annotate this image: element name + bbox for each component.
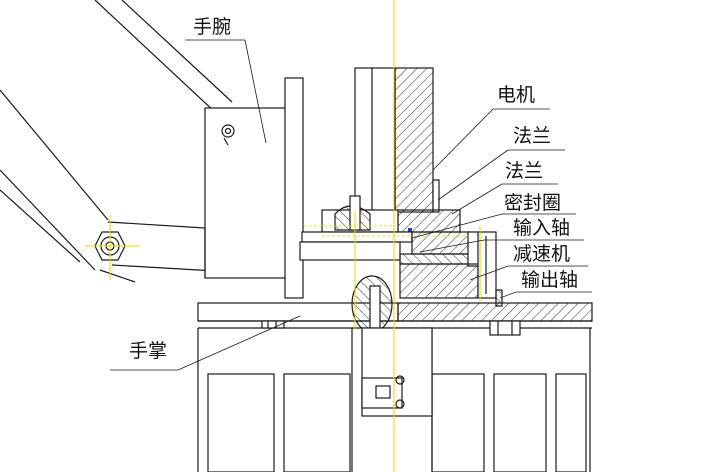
leader-lines — [110, 39, 592, 371]
palm-plate — [197, 302, 593, 329]
label-wrist: 手腕 — [193, 16, 231, 38]
upper-flange — [321, 195, 461, 233]
centerlines — [304, 0, 481, 472]
reducer-body — [399, 231, 503, 307]
pivot-nut-icon — [85, 215, 140, 280]
label-motor: 电机 — [497, 84, 535, 106]
clamp-block — [361, 327, 433, 417]
label-palm: 手掌 — [129, 340, 167, 362]
wrist-pin-icon — [221, 124, 235, 146]
arm-links — [0, 0, 286, 283]
base-frame — [197, 328, 591, 472]
motor-housing — [354, 67, 440, 213]
wrist-bracket — [204, 77, 304, 299]
label-output-shaft: 输出轴 — [521, 269, 578, 291]
label-flange-2: 法兰 — [505, 160, 543, 182]
label-flange-1: 法兰 — [513, 125, 551, 147]
lower-flange — [299, 231, 481, 267]
label-input-shaft: 输入轴 — [513, 217, 570, 239]
labels: 手腕 电机 法兰 法兰 密封圈 输入轴 减速机 输出轴 手掌 — [129, 16, 578, 362]
label-reducer: 减速机 — [513, 243, 570, 265]
output-shaft — [351, 275, 393, 333]
label-seal-ring: 密封圈 — [504, 192, 561, 214]
